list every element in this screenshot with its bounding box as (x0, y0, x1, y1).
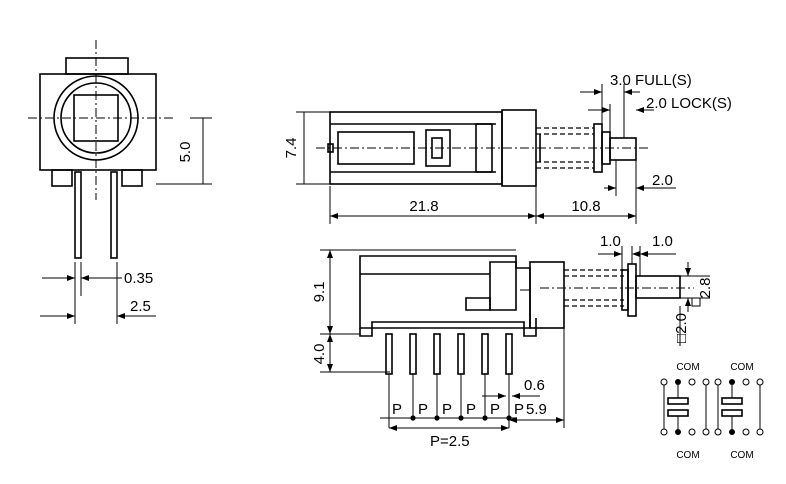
front-dim-pin-width: 0.35 (124, 270, 153, 287)
side-dim-square-20: □2.0 (673, 313, 690, 343)
side-button (635, 275, 681, 299)
side-dim-square-28: 2.8 (697, 278, 714, 299)
top-dim-length: 21.8 (409, 198, 438, 215)
top-view: 7.4 21.8 10.8 (283, 72, 732, 224)
front-body (39, 73, 157, 171)
side-pin-label-6: P (514, 401, 524, 418)
side-view: 9.1 4.0 1.0 1.0 (311, 233, 714, 450)
side-dim-gap-a: 1.0 (600, 233, 621, 250)
top-button (609, 137, 637, 161)
front-view: 5.0 0.35 2.5 (28, 40, 212, 324)
schematic-com-top-right: COM (730, 362, 753, 373)
side-pin-label-1: P (392, 401, 402, 418)
front-pin-right (110, 171, 118, 259)
top-collar (501, 109, 537, 187)
side-pin-label-4: P (466, 401, 476, 418)
side-pin-label-5: P (490, 401, 500, 418)
top-note-full: 3.0 FULL(S) (610, 72, 692, 89)
top-dim-gap: 2.0 (652, 172, 673, 189)
side-dim-gap-b: 1.0 (652, 233, 673, 250)
front-top-tab (65, 57, 129, 75)
schematic-com-top-left: COM (676, 362, 699, 373)
front-pin-left (74, 171, 82, 259)
front-dim-height: 5.0 (177, 142, 194, 163)
front-foot-left (51, 169, 73, 187)
schematic-com-bottom-right: COM (730, 450, 753, 461)
schematic-com-bottom-left: COM (676, 450, 699, 461)
switch-schematic: COM COM COM COM (660, 362, 764, 461)
front-foot-right (121, 169, 143, 187)
top-note-lock: 2.0 LOCK(S) (646, 95, 732, 112)
side-base (359, 318, 537, 337)
side-dim-pin-width: 0.6 (524, 377, 545, 394)
side-collar (529, 261, 565, 329)
side-pin-label-2: P (418, 401, 428, 418)
top-dim-height: 7.4 (283, 138, 300, 159)
side-dim-height: 9.1 (311, 282, 328, 303)
side-dim-depth: 5.9 (526, 401, 547, 418)
side-pin-label-3: P (442, 401, 452, 418)
side-dim-pin: 4.0 (311, 344, 328, 365)
side-body (359, 255, 531, 329)
top-dim-stem: 10.8 (571, 198, 600, 215)
side-pitch-label: P=2.5 (430, 433, 470, 450)
front-dim-pitch: 2.5 (130, 298, 151, 315)
